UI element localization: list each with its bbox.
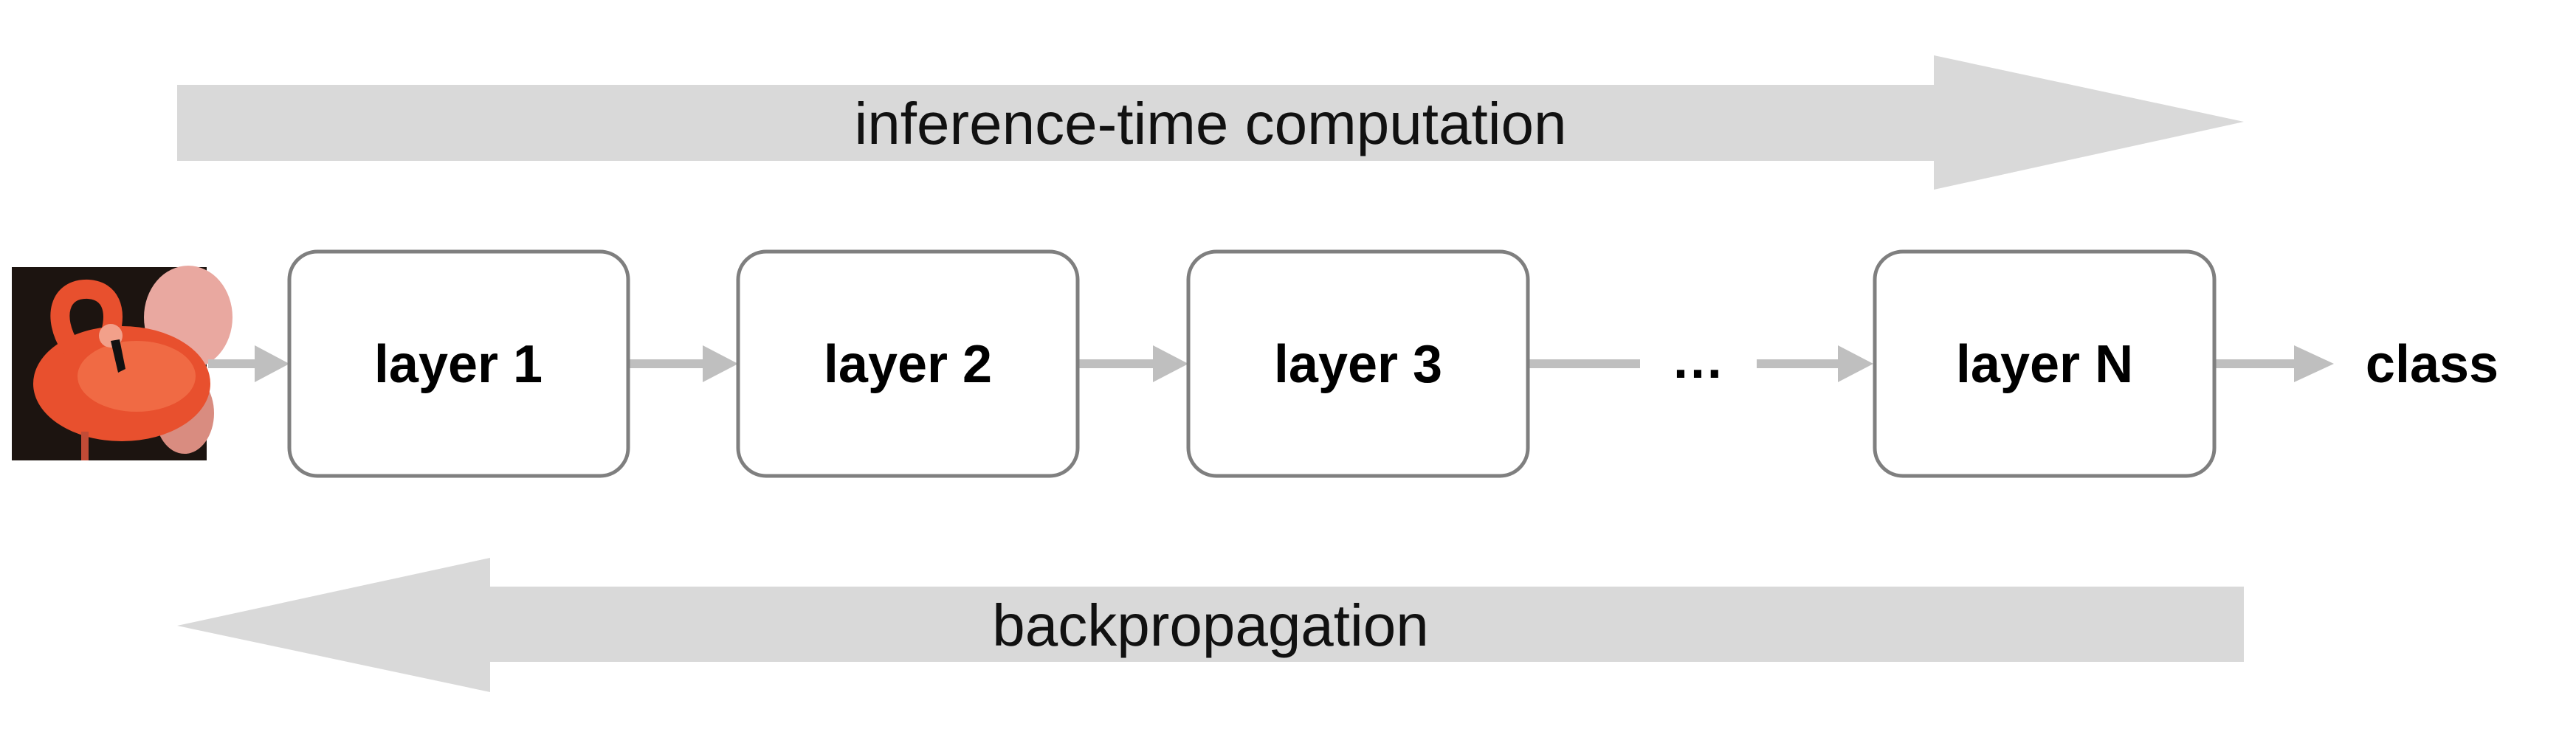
layer-box-2-frame — [736, 249, 1080, 478]
layer-n-label: layer N — [1956, 335, 2133, 394]
layer-box-3-frame — [1186, 249, 1530, 478]
layer-1-label: layer 1 — [374, 335, 543, 394]
arrowhead-class — [2294, 345, 2334, 382]
backward-arrow: backpropagation — [177, 558, 2244, 692]
layer-box-2: layer 2 — [736, 249, 1080, 478]
flamingo-leg — [81, 432, 89, 460]
input-image — [12, 266, 233, 460]
arrowhead-layer-3 — [1153, 345, 1188, 382]
layer-box-1-frame — [287, 249, 630, 478]
flamingo-wing — [78, 341, 196, 412]
layer-box-1: layer 1 — [287, 249, 630, 478]
flamingo-neck — [50, 280, 123, 356]
arrowhead-layer-n — [1838, 345, 1873, 382]
forward-arrow-label: inference-time computation — [855, 91, 1567, 156]
output-class-label: class — [2366, 335, 2498, 394]
layer-2-label: layer 2 — [824, 335, 992, 394]
layer-box-3: layer 3 — [1186, 249, 1530, 478]
connectors — [208, 345, 2334, 382]
arrowhead-layer-2 — [703, 345, 738, 382]
backward-arrow-shape — [177, 558, 2244, 692]
forward-arrow-shape — [177, 55, 2244, 190]
forward-arrow: inference-time computation — [177, 55, 2244, 190]
arrowhead-layer-1 — [255, 345, 289, 382]
layer-box-n: layer N — [1873, 249, 2217, 478]
layer-3-label: layer 3 — [1274, 335, 1442, 394]
flamingo-beak — [111, 339, 125, 373]
ellipsis: … — [1671, 331, 1724, 390]
layer-box-n-frame — [1873, 249, 2217, 478]
backward-arrow-label: backpropagation — [992, 592, 1429, 658]
